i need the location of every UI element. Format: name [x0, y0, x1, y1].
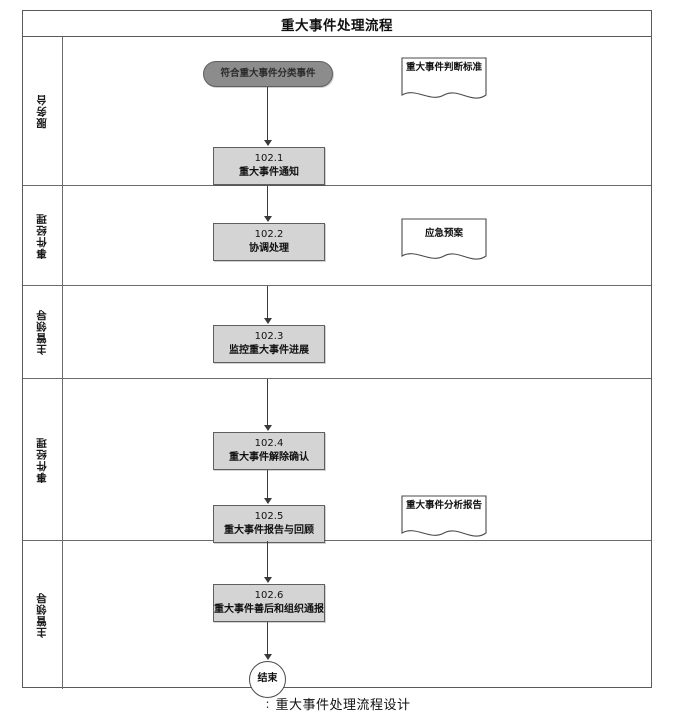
connector-start-to-102-1: [267, 87, 269, 145]
node-102-3-number: 102.3: [254, 330, 284, 342]
document-major-incident-criteria[interactable]: 重大事件判断标准: [401, 57, 487, 103]
node-102-6-label: 重大事件善后和组织通报: [214, 604, 324, 615]
node-102-6-number: 102.6: [254, 589, 284, 601]
arrowhead-102-4-to-102-5: [263, 498, 272, 504]
node-102-1-number: 102.1: [254, 152, 284, 164]
node-start[interactable]: 符合重大事件分类事件: [203, 61, 333, 87]
document-shape-icon: [401, 218, 487, 260]
node-102-2[interactable]: 102.2 协调处理: [213, 223, 325, 261]
node-start-label: 符合重大事件分类事件: [220, 68, 316, 80]
page-title: 重大事件处理流程: [281, 17, 393, 34]
arrowhead-102-1-to-102-2: [263, 216, 272, 222]
node-102-1[interactable]: 102.1 重大事件通知: [213, 147, 325, 185]
node-102-4-number: 102.4: [254, 437, 284, 449]
lane-label-text: 服务台: [36, 93, 49, 129]
swimlane-supervisor-2: 主管领导 102.6 重大事件善后和组织通报 结束: [23, 541, 651, 698]
node-102-4-label: 重大事件解除确认: [229, 452, 309, 463]
document-major-incident-analysis-report[interactable]: 重大事件分析报告: [401, 495, 487, 541]
document-shape-icon: [401, 495, 487, 537]
connector-102-4-to-102-5: [267, 470, 269, 503]
node-102-1-label: 重大事件通知: [239, 167, 299, 178]
node-102-2-number: 102.2: [254, 228, 284, 240]
lane-label-incident-manager-1: 事件经理: [23, 186, 63, 285]
lane-body-supervisor-1: 102.3 监控重大事件进展: [63, 286, 651, 378]
arrowhead-102-2-to-102-3: [263, 318, 272, 324]
node-102-5-label: 重大事件报告与回顾: [224, 525, 314, 536]
diagram-title-bar: 重大事件处理流程: [23, 11, 651, 37]
lane-body-service-desk: 符合重大事件分类事件 102.1 重大事件通知 重大事件判断标准: [63, 37, 651, 185]
connector-102-5-to-102-6: [267, 541, 269, 581]
swimlane-service-desk: 服务台 符合重大事件分类事件 102.1 重大事件通知 重大事件判断标: [23, 37, 651, 186]
caption-separator: :: [265, 696, 270, 711]
node-102-4[interactable]: 102.4 重大事件解除确认: [213, 432, 325, 470]
swimlane-supervisor-1: 主管领导 102.3 监控重大事件进展: [23, 286, 651, 379]
lane-body-supervisor-2: 102.6 重大事件善后和组织通报 结束: [63, 541, 651, 698]
node-end-label: 结束: [257, 673, 278, 685]
swimlane-incident-manager-1: 事件经理 102.2 协调处理 应急预案: [23, 186, 651, 286]
arrowhead-102-5-to-102-6: [263, 577, 272, 583]
node-102-3-label: 监控重大事件进展: [229, 345, 309, 356]
document-shape-icon: [401, 57, 487, 99]
node-102-2-label: 协调处理: [249, 243, 289, 254]
flowchart-frame: 重大事件处理流程 服务台 符合重大事件分类事件 102.1 重大事件通知: [22, 10, 652, 698]
lane-body-incident-manager-1: 102.2 协调处理 应急预案: [63, 186, 651, 285]
swimlane-container: 服务台 符合重大事件分类事件 102.1 重大事件通知 重大事件判断标: [23, 37, 651, 698]
lane-label-text: 主管领导: [36, 592, 49, 638]
connector-102-3-to-102-4: [267, 379, 269, 429]
lane-label-supervisor-1: 主管领导: [23, 286, 63, 378]
document-major-incident-criteria-label: 重大事件判断标准: [406, 62, 483, 73]
figure-caption: : 重大事件处理流程设计: [0, 688, 676, 719]
arrowhead-102-6-to-end: [263, 654, 272, 660]
connector-102-1-to-102-2: [267, 186, 269, 220]
lane-body-incident-manager-2: 102.4 重大事件解除确认 102.5 重大事件报告与回顾 重大事件分析报告: [63, 379, 651, 543]
connector-102-6-to-end: [267, 622, 269, 659]
arrowhead-102-3-to-102-4: [263, 425, 272, 431]
node-102-3[interactable]: 102.3 监控重大事件进展: [213, 325, 325, 363]
swimlane-incident-manager-2: 事件经理 102.4 重大事件解除确认 102.5 重大事件报告与回顾: [23, 379, 651, 543]
document-emergency-plan-label: 应急预案: [424, 228, 463, 239]
lane-label-service-desk: 服务台: [23, 37, 63, 185]
node-end[interactable]: 结束: [249, 661, 286, 698]
lane-label-incident-manager-2: 事件经理: [23, 379, 63, 540]
node-102-6[interactable]: 102.6 重大事件善后和组织通报: [213, 584, 325, 622]
caption-text: 重大事件处理流程设计: [275, 698, 411, 713]
connector-102-2-to-102-3: [267, 286, 269, 322]
document-emergency-plan[interactable]: 应急预案: [401, 218, 487, 264]
arrowhead-start-to-102-1: [263, 140, 272, 146]
document-major-incident-analysis-report-label: 重大事件分析报告: [406, 500, 483, 511]
lane-label-text: 主管领导: [36, 309, 49, 355]
lane-label-text: 事件经理: [36, 436, 49, 483]
lane-label-supervisor-2: 主管领导: [23, 541, 63, 689]
lane-label-text: 事件经理: [36, 212, 49, 259]
node-102-5[interactable]: 102.5 重大事件报告与回顾: [213, 505, 325, 543]
node-102-5-number: 102.5: [254, 510, 284, 522]
